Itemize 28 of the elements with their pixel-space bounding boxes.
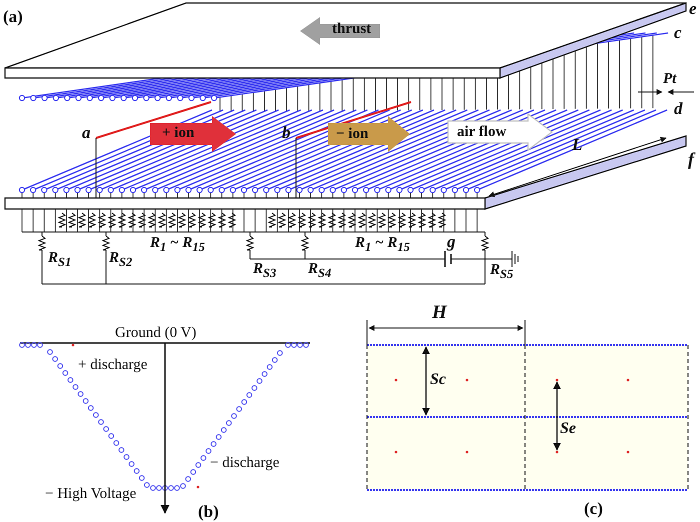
part-letter: e bbox=[689, 0, 697, 17]
resistor-label: R$_{1}$ ~ R$_{15}$ bbox=[355, 236, 410, 254]
resistor-label: R$_{1}$ ~ R$_{15}$ bbox=[150, 236, 205, 254]
resistor-label: R$_{S1}$ bbox=[48, 251, 72, 268]
part-letter: g bbox=[447, 233, 456, 250]
dimension-label: H bbox=[432, 303, 447, 322]
panel-label: (b) bbox=[198, 503, 219, 520]
dimension-label: Sc bbox=[430, 372, 446, 388]
axis-label: − High Voltage bbox=[45, 487, 136, 502]
panel-label: (a) bbox=[3, 8, 23, 25]
part-letter: d bbox=[674, 100, 682, 117]
arrow-label: − ion bbox=[336, 127, 368, 142]
part-letter: c bbox=[674, 24, 682, 41]
resistor-label: R$_{S3}$ bbox=[253, 262, 276, 280]
part-letter: a bbox=[82, 124, 90, 141]
resistor-label: R$_{S5}$ bbox=[490, 263, 514, 280]
arrow-label: air flow bbox=[457, 125, 506, 140]
arrow-label: thrust bbox=[332, 22, 372, 37]
axis-label: Ground (0 V) bbox=[115, 326, 196, 341]
panel-label: (c) bbox=[584, 500, 603, 517]
resistor-label: R$_{S4}$ bbox=[308, 262, 332, 280]
curve-label: + discharge bbox=[78, 358, 148, 373]
dimension-label: Se bbox=[560, 421, 576, 437]
curve-label: − discharge bbox=[210, 456, 280, 471]
resistor-label: R$_{S2}$ bbox=[109, 251, 132, 268]
dimension-label: Pt bbox=[663, 72, 676, 87]
arrow-label: + ion bbox=[162, 126, 194, 141]
part-letter: f bbox=[688, 150, 694, 168]
